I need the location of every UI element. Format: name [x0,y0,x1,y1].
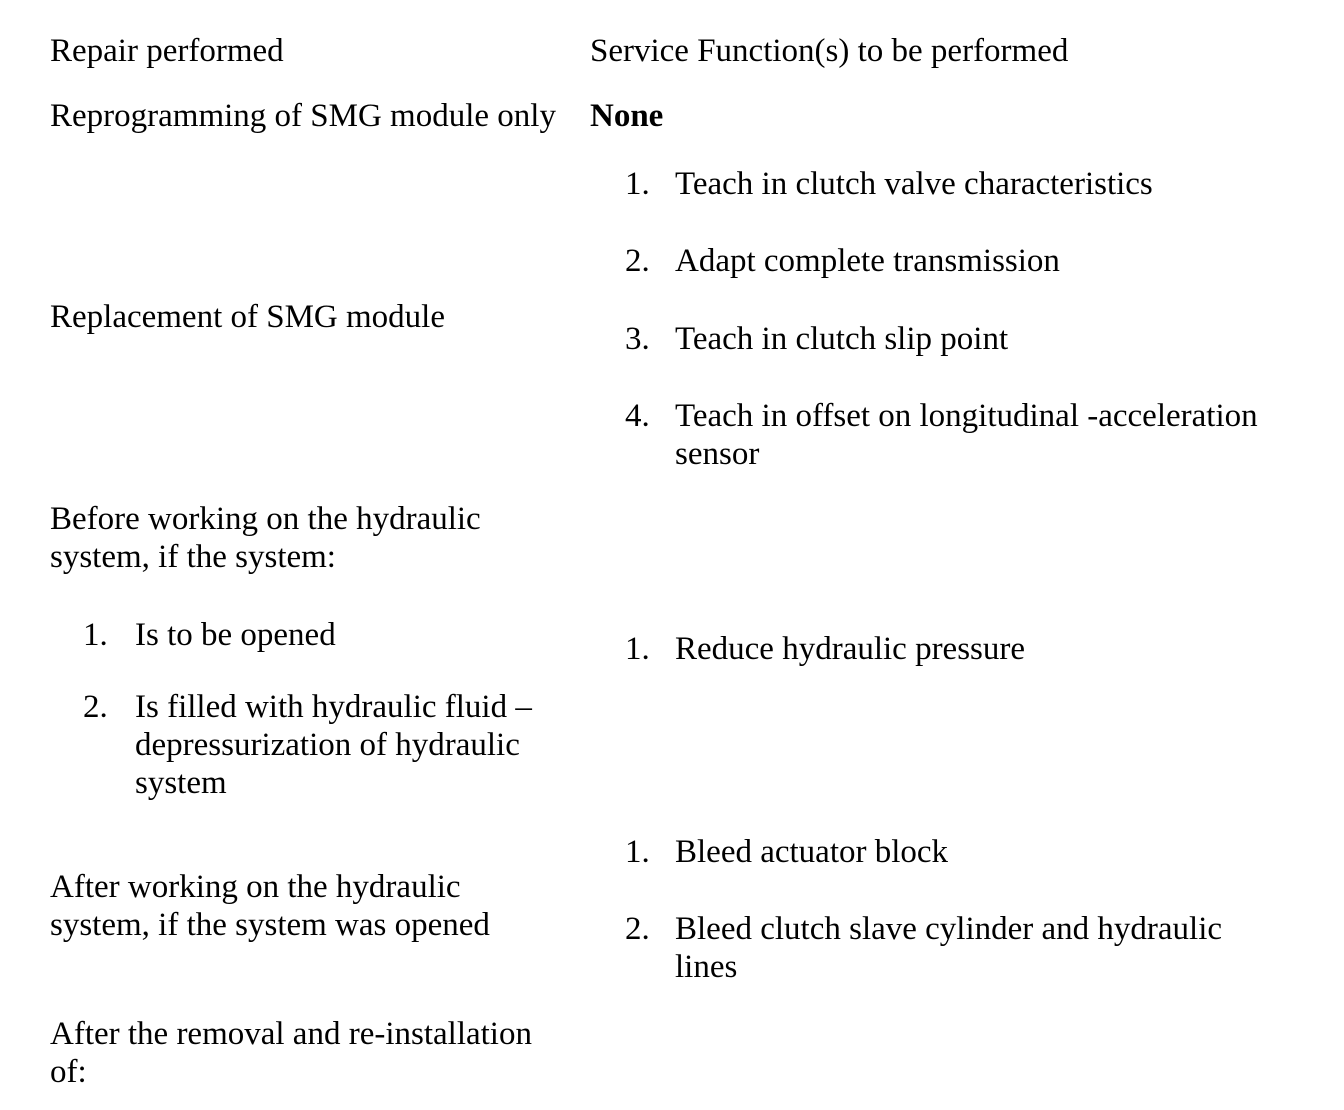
list-number: 4. [625,398,650,434]
list-item-text: Bleed clutch slave cylinder and hydrauli… [675,911,1223,985]
service-list-item: 1. Reduce hydraulic pressure [625,630,1025,668]
list-item-text: Teach in offset on longitudinal -acceler… [675,398,1258,472]
repair-cell-reprogramming: Reprogramming of SMG module only [50,98,556,134]
column-header-service-functions: Service Function(s) to be performed [590,33,1069,69]
repair-cell-before-working-intro: Before working on the hydraulic system, … [50,501,481,575]
list-item-text: Reduce hydraulic pressure [675,631,1026,667]
list-number: 1. [625,631,650,667]
list-number: 1. [625,834,650,870]
service-list-item: 1. Bleed actuator block [625,833,948,871]
list-item-text: Bleed actuator block [675,834,949,870]
service-list-item: 2. Bleed clutch slave cylinder and hydrau… [625,910,1275,986]
repair-cell-after-working: After working on the hydraulic system, i… [50,869,490,943]
repair-list-item: 1. Is to be opened [83,616,336,654]
service-list-item: 4. Teach in offset on longitudinal -accel… [625,397,1275,473]
service-cell-none: None [590,98,664,134]
list-item-text: Is to be opened [135,617,336,653]
list-number: 3. [625,321,650,357]
list-item-text: Is filled with hydraulic fluid – depress… [135,689,532,801]
repair-cell-after-removal: After the removal and re-installation of… [50,1016,532,1090]
column-header-repair-performed: Repair performed [50,33,284,69]
list-number: 1. [83,617,108,653]
list-number: 1. [625,166,650,202]
list-number: 2. [625,911,650,947]
list-number: 2. [625,243,650,279]
service-list-item: 1. Teach in clutch valve characteristics [625,165,1153,203]
repair-cell-replacement: Replacement of SMG module [50,299,446,335]
list-item-text: Teach in clutch slip point [675,321,1009,357]
service-list-item: 3. Teach in clutch slip point [625,320,1008,358]
repair-list-item: 2. Is filled with hydraulic fluid – depre… [83,688,565,802]
list-number: 2. [83,689,108,725]
service-list-item: 2. Adapt complete transmission [625,242,1060,280]
list-item-text: Teach in clutch valve characteristics [675,166,1153,202]
list-item-text: Adapt complete transmission [675,243,1060,279]
